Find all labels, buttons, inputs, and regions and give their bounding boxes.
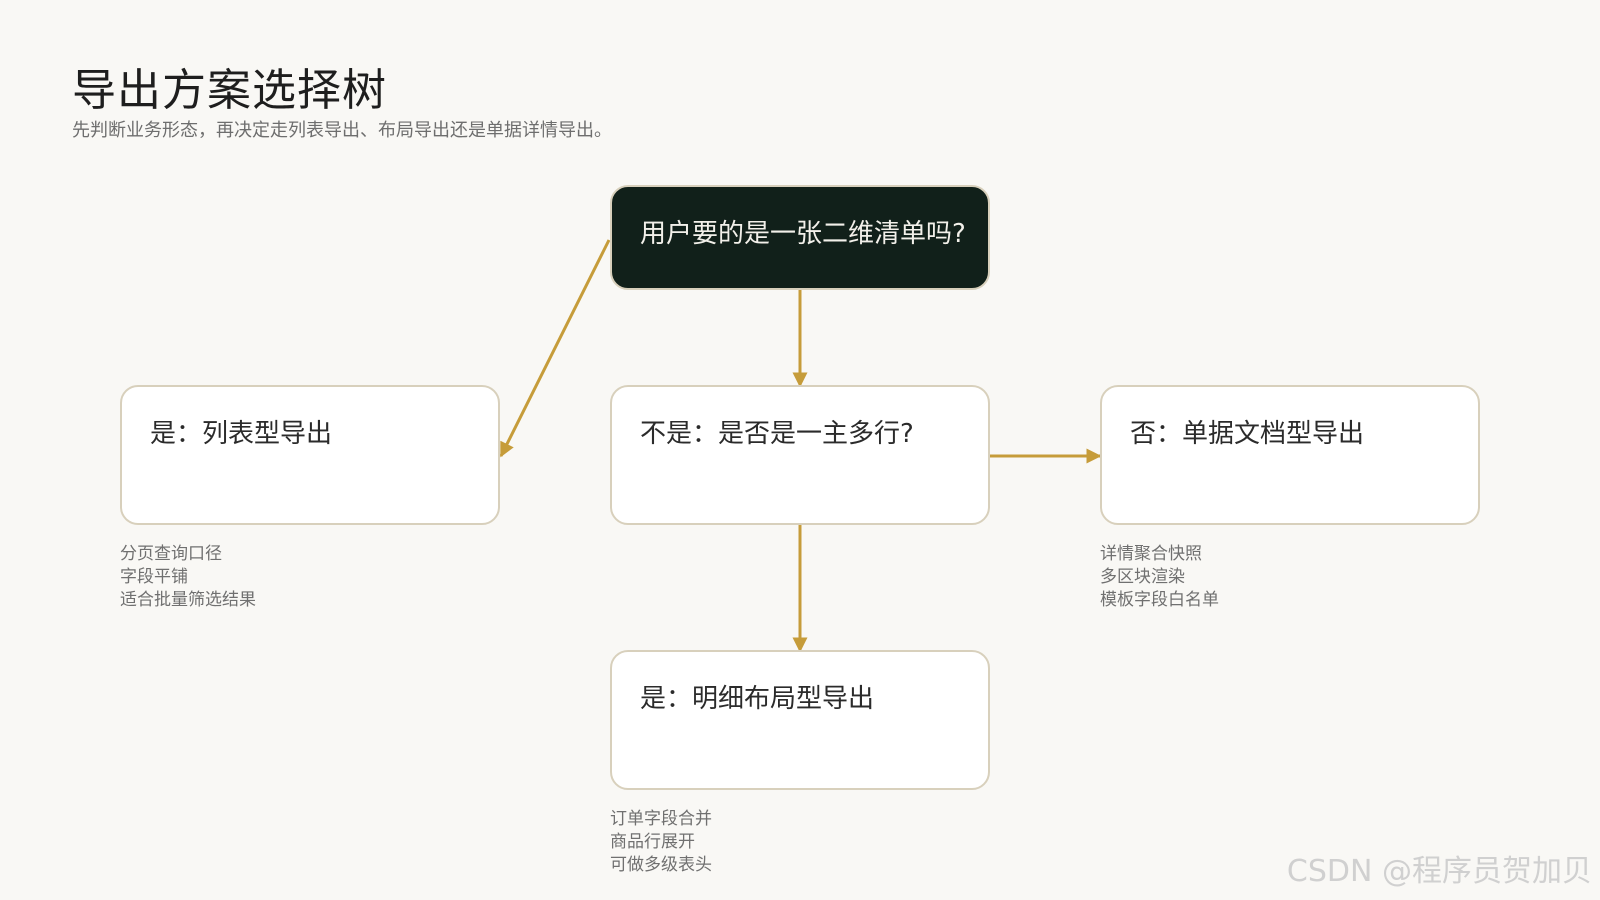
root-question-node: 用户要的是一张二维清单吗? <box>610 185 990 290</box>
document-export-label: 否：单据文档型导出 <box>1130 419 1365 449</box>
note-item: 字段平铺 <box>120 567 188 587</box>
middle-question-node: 不是：是否是一主多行? <box>610 385 990 525</box>
watermark: CSDN @程序员贺加贝 <box>1286 854 1592 889</box>
note-item: 详情聚合快照 <box>1100 544 1202 564</box>
note-item: 模板字段白名单 <box>1100 590 1219 610</box>
layout-export-label: 是：明细布局型导出 <box>640 684 875 714</box>
connector-root-to-list <box>499 239 611 458</box>
note-item: 订单字段合并 <box>610 809 712 829</box>
layout-export-notes: 订单字段合并 商品行展开 可做多级表头 <box>610 808 712 877</box>
root-question-label: 用户要的是一张二维清单吗? <box>640 219 966 249</box>
note-item: 适合批量筛选结果 <box>120 590 256 610</box>
note-item: 多区块渲染 <box>1100 567 1185 587</box>
list-export-label: 是：列表型导出 <box>150 419 333 449</box>
middle-question-label: 不是：是否是一主多行? <box>640 419 914 449</box>
note-item: 商品行展开 <box>610 832 695 852</box>
page-title: 导出方案选择树 <box>72 65 387 116</box>
document-export-node: 否：单据文档型导出 <box>1100 385 1480 525</box>
list-export-notes: 分页查询口径 字段平铺 适合批量筛选结果 <box>120 543 256 612</box>
layout-export-node: 是：明细布局型导出 <box>610 650 990 790</box>
note-item: 分页查询口径 <box>120 544 222 564</box>
note-item: 可做多级表头 <box>610 855 712 875</box>
document-export-notes: 详情聚合快照 多区块渲染 模板字段白名单 <box>1100 543 1219 612</box>
list-export-node: 是：列表型导出 <box>120 385 500 525</box>
page-subtitle: 先判断业务形态，再决定走列表导出、布局导出还是单据详情导出。 <box>72 120 612 141</box>
